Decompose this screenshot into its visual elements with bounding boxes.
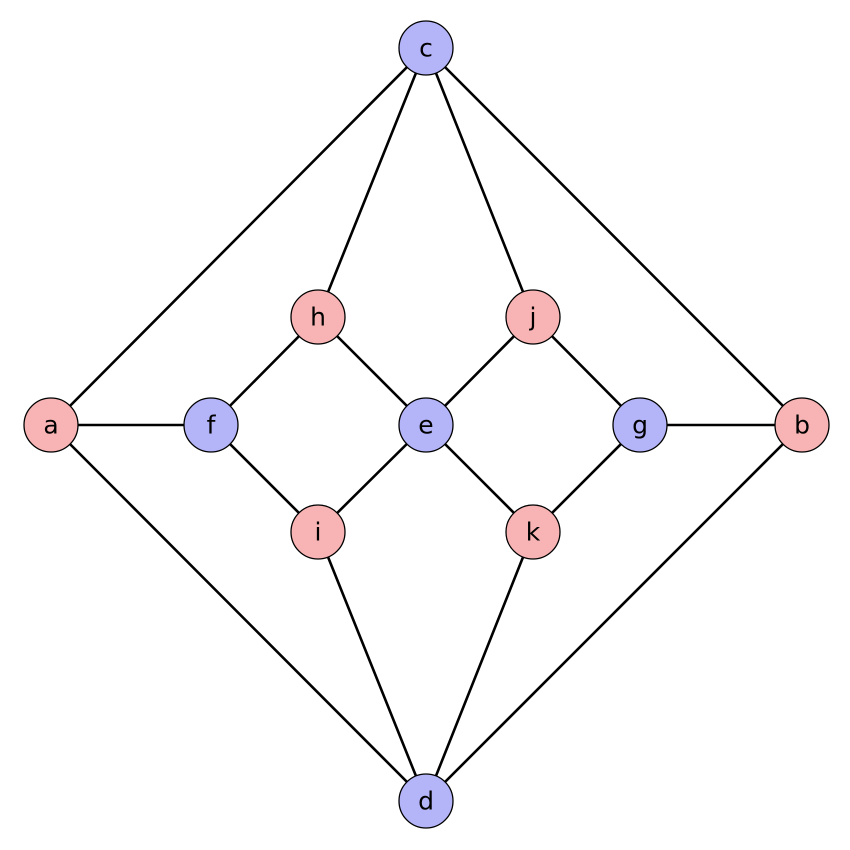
node-a-circle (23, 397, 79, 453)
edge-b-d (424, 423, 804, 803)
node-d: d (398, 773, 454, 829)
node-h-circle (290, 289, 346, 345)
node-e-circle (398, 397, 454, 453)
node-f-circle (183, 397, 239, 453)
node-f: f (183, 397, 239, 453)
node-i-circle (290, 504, 346, 560)
node-h-label: h (310, 303, 326, 332)
nodes-layer: c a b d e f g h i j k (23, 20, 830, 829)
node-h: h (290, 289, 346, 345)
node-b-circle (774, 397, 830, 453)
node-j-circle (505, 289, 561, 345)
edge-d-k (424, 530, 535, 803)
node-e: e (398, 397, 454, 453)
node-a: a (23, 397, 79, 453)
node-f-label: f (207, 411, 217, 440)
node-k-circle (505, 504, 561, 560)
node-c: c (398, 20, 454, 76)
node-i-label: i (315, 518, 322, 547)
node-e-label: e (418, 411, 433, 440)
node-k: k (505, 504, 561, 560)
node-c-label: c (419, 34, 433, 63)
node-g-label: g (632, 411, 648, 440)
node-c-circle (398, 20, 454, 76)
node-g-circle (612, 397, 668, 453)
node-d-circle (398, 773, 454, 829)
node-i: i (290, 504, 346, 560)
node-d-label: d (418, 787, 434, 816)
edge-c-a (49, 46, 428, 427)
edge-c-b (424, 46, 804, 427)
edge-c-j (424, 46, 535, 319)
node-b-label: b (794, 411, 810, 440)
node-j: j (505, 289, 561, 345)
edge-c-h (316, 46, 428, 319)
node-j-label: j (529, 303, 537, 332)
node-g: g (612, 397, 668, 453)
node-b: b (774, 397, 830, 453)
edge-d-i (316, 530, 428, 803)
node-k-label: k (526, 518, 541, 547)
edge-a-d (49, 423, 428, 803)
node-a-label: a (43, 411, 58, 440)
